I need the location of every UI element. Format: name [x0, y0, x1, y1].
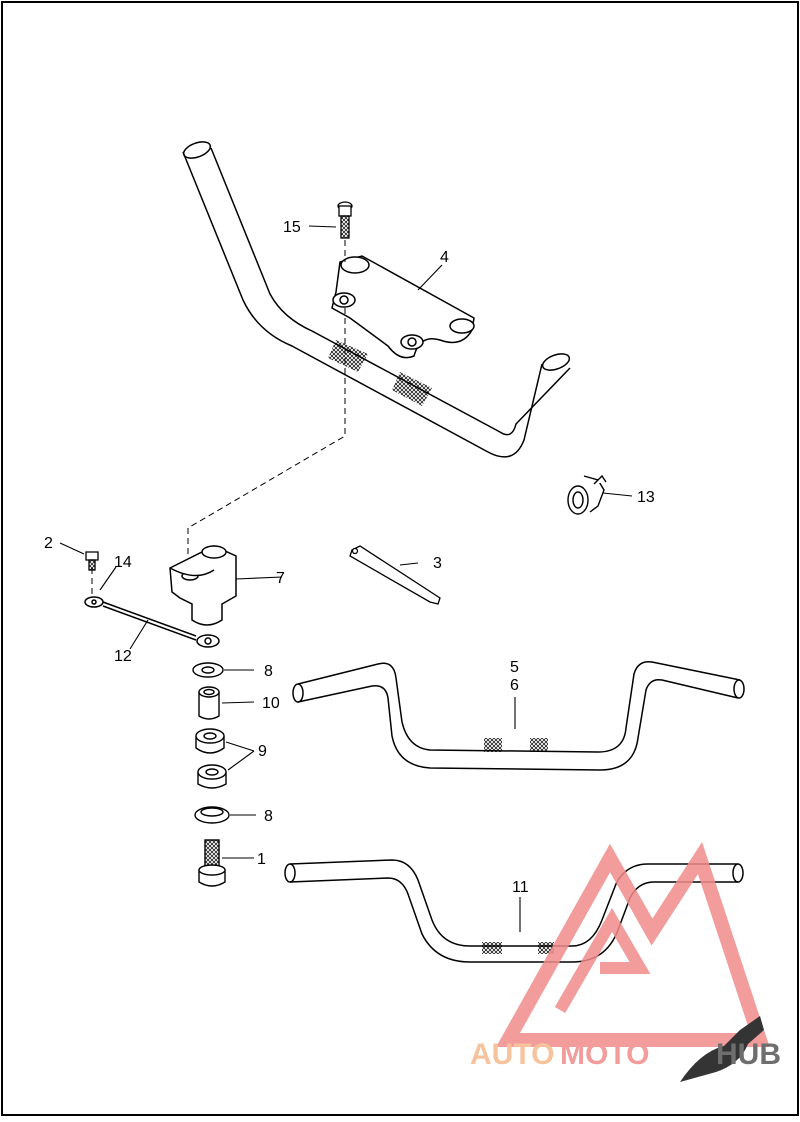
watermark-triangle-icon	[496, 841, 770, 1047]
handlebar-11	[284, 859, 744, 963]
callout-6: 6	[510, 677, 519, 694]
watermark-arrow-icon	[680, 1016, 764, 1082]
watermark-inner-mark-icon	[554, 908, 651, 1014]
washer-8-upper	[192, 662, 224, 678]
callout-5: 5	[510, 659, 519, 676]
tool-3	[349, 545, 441, 605]
spacer-10	[198, 686, 220, 720]
watermark-text-hub: HUB	[716, 1038, 781, 1071]
callout-8-lower: 8	[264, 808, 273, 825]
callout-9: 9	[258, 743, 267, 760]
clip-13	[567, 474, 607, 515]
leader-lines	[59, 225, 633, 932]
callout-8-upper: 8	[264, 663, 273, 680]
bushing-9-upper	[195, 728, 225, 754]
handlebar-5-6	[292, 661, 745, 771]
callout-3: 3	[433, 555, 442, 572]
bolt-2	[85, 551, 99, 571]
bolt-1	[198, 839, 226, 887]
callout-10: 10	[262, 695, 280, 712]
callout-12: 12	[114, 648, 132, 665]
alignment-lines	[91, 240, 346, 600]
callout-13: 13	[637, 489, 655, 506]
riser	[169, 545, 237, 626]
callout-1: 1	[257, 851, 266, 868]
ape-hanger-handlebar	[182, 141, 571, 458]
ground-cable	[84, 596, 220, 648]
bushing-9-lower	[197, 764, 227, 789]
watermark-text-auto: AUTO	[470, 1038, 554, 1071]
callout-2: 2	[44, 535, 53, 552]
callout-11: 11	[512, 879, 529, 896]
callout-15: 15	[283, 219, 301, 236]
callout-14: 14	[114, 554, 132, 571]
watermark-text-moto: MOTO	[560, 1038, 649, 1071]
handlebar-clamp	[331, 255, 475, 359]
callout-7: 7	[276, 570, 285, 587]
callout-4: 4	[440, 249, 449, 266]
clamp-screw	[337, 201, 353, 239]
watermark-logo: AUTO MOTO HUB	[470, 841, 781, 1082]
washer-8-lower	[194, 806, 230, 824]
callout-labels: 15 4 13 3 7 2 14 12 8 10 9 8 1 5 6 11	[44, 219, 655, 896]
